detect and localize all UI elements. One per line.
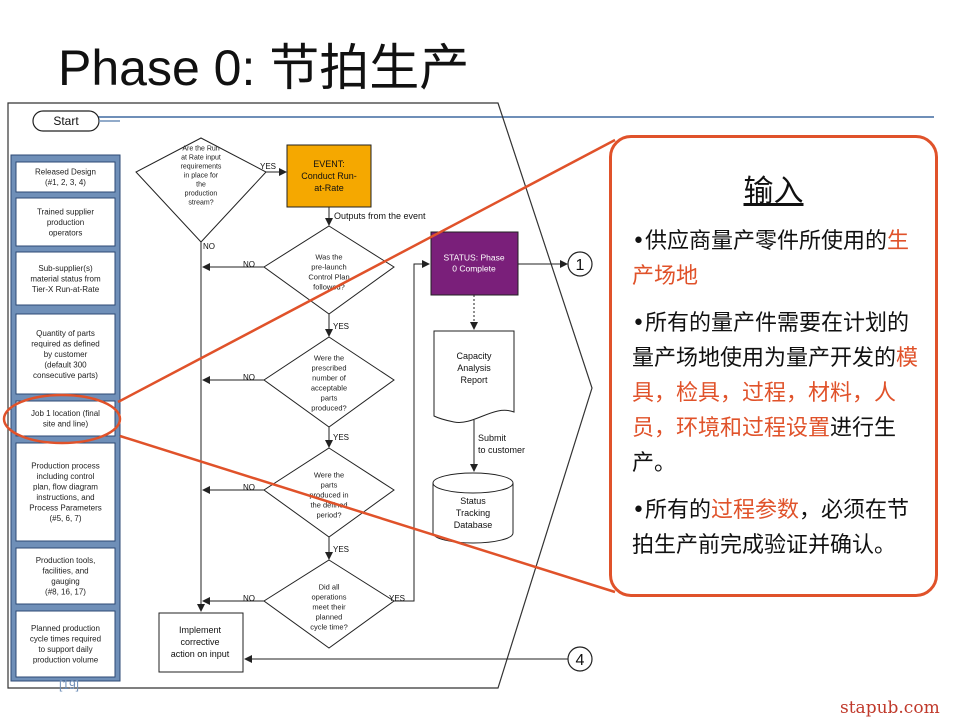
- bullet-3-tail: ，必须在节拍生产前完成验证并确认。: [632, 498, 910, 558]
- yes-label-control-plan: YES: [333, 322, 349, 331]
- title-divider: [96, 116, 934, 118]
- no-label-parts: NO: [243, 373, 255, 382]
- decision-cycle: [263, 559, 395, 649]
- input-boxes: Released Design(#1, 2, 3, 4) Trained supp…: [15, 161, 116, 678]
- bullet-1-text: •供应商量产零件所使用的: [632, 229, 887, 254]
- input-bullets: •供应商量产零件所使用的生产场地 •所有的量产件需要在计划的量产场地使用为量产开…: [632, 224, 927, 575]
- no-label-control-plan: NO: [243, 260, 255, 269]
- status-box: [430, 231, 519, 296]
- no-label-cycle: NO: [243, 594, 255, 603]
- flow-connectors: [197, 168, 568, 663]
- yes-label-period: YES: [333, 545, 349, 554]
- bullet-3-text: •所有的: [632, 498, 711, 523]
- callout-line-bottom: [119, 434, 616, 594]
- input-box-1: [15, 161, 116, 193]
- watermark: stapub.com: [840, 698, 940, 718]
- yes-label-cycle: YES: [389, 594, 405, 603]
- input-panel: 输入 •供应商量产零件所使用的生产场地 •所有的量产件需要在计划的量产场地使用为…: [609, 135, 938, 597]
- database-top: [432, 472, 514, 494]
- bullet-3-highlight: 过程参数: [710, 498, 799, 523]
- callout-ellipse: [2, 393, 122, 445]
- input-box-2: [15, 197, 116, 247]
- callout-line-top: [117, 138, 616, 404]
- flow-frame: [7, 102, 593, 689]
- yes-label-parts: YES: [333, 433, 349, 442]
- bullet-1-highlight: 生产场地: [632, 229, 909, 289]
- connector-1: [567, 251, 593, 277]
- footnote-ref: [19]: [59, 678, 80, 692]
- bullet-2: •所有的量产件需要在计划的量产场地使用为量产开发的模具，检具，过程，材料，人员，…: [632, 306, 927, 481]
- capacity-report-shape: [433, 330, 515, 423]
- bullet-2-text: •所有的量产件需要在计划的量产场地使用为量产开发的: [632, 311, 909, 371]
- input-box-7: [15, 547, 116, 605]
- event-label: EVENT:Conduct Run-at-Rate: [301, 159, 357, 193]
- event-box: [286, 144, 372, 208]
- input-box-8: [15, 610, 116, 678]
- connector-1-label: 1: [576, 257, 585, 274]
- input-box-5: [15, 400, 116, 437]
- connector-4-label: 4: [576, 652, 585, 669]
- no-label-requirements: NO: [203, 242, 215, 251]
- bullet-3: •所有的过程参数，必须在节拍生产前完成验证并确认。: [632, 493, 927, 563]
- page-title: Phase 0: 节拍生产: [58, 40, 470, 96]
- bullet-2-tail: 进行生产。: [632, 416, 897, 476]
- no-label-period: NO: [243, 483, 255, 492]
- outputs-label: Outputs from the event: [334, 211, 426, 221]
- input-box-6: [15, 442, 116, 542]
- input-heading: 输入: [743, 174, 804, 209]
- yes-label-requirements: YES: [260, 162, 276, 171]
- input-box-3: [15, 251, 116, 306]
- corrective-action-box: [158, 612, 244, 673]
- start-label: Start: [53, 114, 79, 128]
- bullet-1: •供应商量产零件所使用的生产场地: [632, 224, 927, 294]
- input-box-4: [15, 313, 116, 395]
- bullet-2-highlight: 模具，检具，过程，材料，人员，环境和过程设置: [632, 346, 919, 441]
- input-label-1: Released Design(#1, 2, 3, 4): [35, 168, 96, 188]
